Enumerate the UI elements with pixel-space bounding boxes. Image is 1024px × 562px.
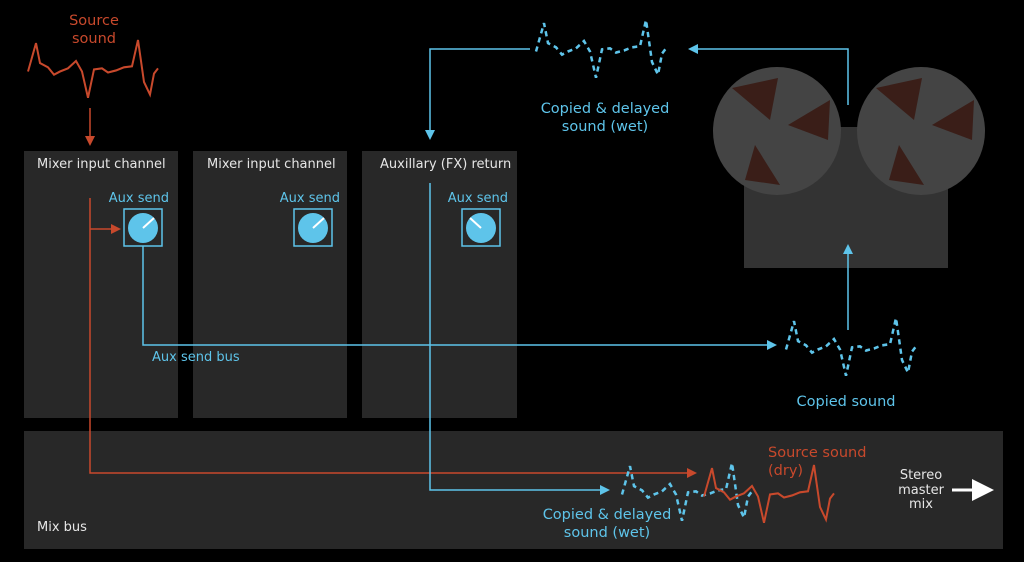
- channel-1-title: Mixer input channel: [37, 157, 166, 172]
- source-waveform: [26, 38, 160, 99]
- mixer-input-channel-2: [193, 151, 347, 418]
- stereo-label-3: mix: [909, 497, 933, 512]
- delayed-top-label-1: Copied & delayed: [541, 101, 670, 117]
- aux-send-knob-1[interactable]: [123, 208, 163, 247]
- stereo-label-1: Stereo: [900, 468, 942, 483]
- delayed-top-label-2: sound (wet): [562, 119, 648, 135]
- copied-waveform: [784, 316, 918, 378]
- dry-label-2: (dry): [768, 463, 803, 479]
- delayed-waveform-top: [534, 18, 668, 80]
- source-label-1: Source: [69, 13, 119, 29]
- dry-path-arrow: [89, 198, 697, 478]
- tape-delay-icon: [713, 67, 985, 268]
- aux-routing-lines: [142, 44, 853, 495]
- aux-send-label-3: Aux send: [448, 191, 508, 206]
- channel-2-title: Mixer input channel: [207, 157, 336, 172]
- delayed-bottom-label-2: sound (wet): [564, 525, 650, 541]
- delayed-bottom-label-1: Copied & delayed: [543, 507, 672, 523]
- dry-label-1: Source sound: [768, 445, 866, 461]
- mixer-input-channel-1: [24, 151, 178, 418]
- mix-bus-label: Mix bus: [37, 520, 87, 535]
- fx-return-title: Auxillary (FX) return: [380, 157, 511, 172]
- aux-send-knob-2[interactable]: [293, 208, 333, 247]
- aux-send-bus-label: Aux send bus: [152, 350, 240, 365]
- aux-send-label-1: Aux send: [109, 191, 169, 206]
- aux-send-knob-3[interactable]: [461, 208, 501, 247]
- copied-sound-label: Copied sound: [797, 394, 896, 410]
- aux-send-label-2: Aux send: [280, 191, 340, 206]
- stereo-label-2: master: [898, 483, 944, 498]
- source-label-2: sound: [72, 31, 116, 47]
- fx-return-channel: [362, 151, 517, 418]
